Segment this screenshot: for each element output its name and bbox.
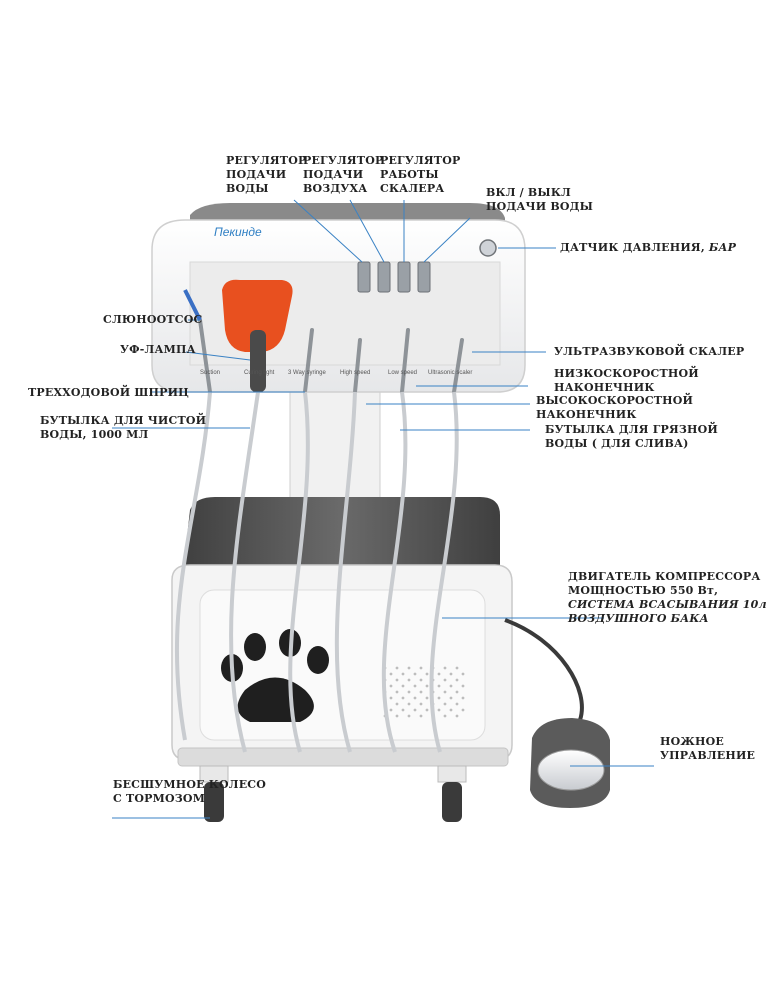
- pattern-dot: [407, 678, 411, 682]
- label-pressure-gauge: ДАТЧИК ДАВЛЕНИЯ, БАР: [560, 241, 737, 254]
- label-water-switch: ВКЛ / ВЫКЛ ПОДАЧИ ВОДЫ: [486, 186, 594, 213]
- pattern-dot: [455, 702, 459, 706]
- pedal-cable: [504, 618, 584, 721]
- label-scaler-regulator: РЕГУЛЯТОР РАБОТЫ СКАЛЕРА: [380, 154, 461, 195]
- pattern-dot: [455, 714, 459, 718]
- pattern-dot: [443, 702, 447, 706]
- pattern-dot: [419, 702, 423, 706]
- pattern-dot: [413, 684, 417, 688]
- pattern-dot: [401, 696, 405, 700]
- dental-unit-illustration: [112, 199, 654, 822]
- label-air-regulator: РЕГУЛЯТОР ПОДАЧИ ВОЗДУХА: [303, 154, 384, 195]
- pattern-dot: [425, 684, 429, 688]
- pattern-dot: [395, 690, 399, 694]
- pattern-dot: [395, 714, 399, 718]
- pattern-dot: [419, 678, 423, 682]
- wheels: [199, 765, 467, 822]
- slot-label-curing-light: Curing light: [244, 370, 275, 376]
- pattern-dot: [455, 678, 459, 682]
- label-low-speed: НИЗКОСКОРОСТНОЙ НАКОНЕЧНИК: [554, 367, 699, 394]
- label-wheel: БЕСШУМНОЕ КОЛЕСО С ТОРМОЗОМ: [113, 778, 267, 805]
- pattern-dot: [407, 702, 411, 706]
- pattern-dot: [419, 690, 423, 694]
- pattern-dot: [461, 684, 465, 688]
- cabinet-base: [177, 747, 509, 767]
- saliva-ejector-tip: [183, 289, 202, 321]
- pressure-gauge: [479, 239, 497, 257]
- label-foot-control: НОЖНОЕ УПРАВЛЕНИЕ: [660, 735, 756, 762]
- pattern-dot: [395, 678, 399, 682]
- pattern-dot: [413, 696, 417, 700]
- pattern-dot: [425, 696, 429, 700]
- label-clean-bottle: БУТЫЛКА ДЛЯ ЧИСТОЙ ВОДЫ, 1000 МЛ: [40, 414, 207, 441]
- pattern-dot: [443, 666, 447, 670]
- label-saliva-ejector: СЛЮНООТСОС: [103, 313, 203, 326]
- slot-label-low-speed: Low speed: [388, 370, 418, 376]
- pattern-dot: [389, 672, 393, 676]
- foot-pedal-top: [537, 749, 605, 791]
- pattern-dot: [401, 672, 405, 676]
- slot-label-syringe: 3 Way syringe: [288, 370, 326, 376]
- handpieces: [198, 318, 464, 394]
- pattern-dot: [407, 714, 411, 718]
- pattern-dot: [395, 702, 399, 706]
- pattern-dot: [449, 684, 453, 688]
- pattern-dot: [443, 678, 447, 682]
- label-ultrasonic-scaler: УЛЬТРАЗВУКОВОЙ СКАЛЕР: [554, 345, 745, 358]
- pattern-dot: [437, 696, 441, 700]
- slot-label-suction: Suction: [200, 370, 221, 376]
- hoses: [174, 391, 459, 753]
- pattern-dot: [407, 666, 411, 670]
- pattern-dot: [425, 708, 429, 712]
- paw-logo: [221, 629, 329, 722]
- pattern-dot: [455, 666, 459, 670]
- pattern-dot: [425, 672, 429, 676]
- pattern-dot: [389, 684, 393, 688]
- label-compressor: ДВИГАТЕЛЬ КОМПРЕССОРА МОЩНОСТЬЮ 550 Вт, …: [568, 570, 767, 625]
- pattern-dot: [419, 666, 423, 670]
- brand-logo-text: Пекинде: [214, 225, 262, 239]
- pattern-dot: [437, 684, 441, 688]
- diagram-stage: Пекинде Suction Curing light 3 Way syrin…: [28, 154, 767, 822]
- pattern-dot: [413, 708, 417, 712]
- pattern-dot: [401, 684, 405, 688]
- pattern-dot: [449, 696, 453, 700]
- pattern-dot: [455, 690, 459, 694]
- label-high-speed: ВЫСОКОСКОРОСТНОЙ НАКОНЕЧНИК: [536, 394, 694, 421]
- label-uv-lamp: УФ-ЛАМПА: [120, 343, 196, 356]
- pattern-dot: [413, 672, 417, 676]
- slot-label-ultrasonic: Ultrasonic scaler: [428, 370, 473, 376]
- pattern-dot: [461, 708, 465, 712]
- uv-lamp-shield: [222, 279, 293, 352]
- pattern-dot: [443, 714, 447, 718]
- pattern-dot: [449, 672, 453, 676]
- pattern-dot: [443, 690, 447, 694]
- pattern-dot: [437, 672, 441, 676]
- uv-lamp-body: [250, 330, 266, 392]
- pattern-dot: [407, 690, 411, 694]
- label-syringe: ТРЕХХОДОВОЙ ШПРИЦ: [28, 386, 189, 399]
- pattern-dot: [461, 696, 465, 700]
- pattern-dot: [437, 708, 441, 712]
- slot-label-high-speed: High speed: [340, 370, 371, 376]
- pattern-dot: [449, 708, 453, 712]
- label-water-regulator: РЕГУЛЯТОР ПОДАЧИ ВОДЫ: [226, 154, 307, 195]
- pattern-dot: [395, 666, 399, 670]
- label-dirty-bottle: БУТЫЛКА ДЛЯ ГРЯЗНОЙ ВОДЫ ( ДЛЯ СЛИВА): [545, 423, 718, 450]
- pattern-dot: [401, 708, 405, 712]
- pattern-dot: [419, 714, 423, 718]
- leader-lines: [112, 199, 654, 819]
- pattern-dot: [389, 696, 393, 700]
- pattern-dot: [461, 672, 465, 676]
- pattern-dot: [389, 708, 393, 712]
